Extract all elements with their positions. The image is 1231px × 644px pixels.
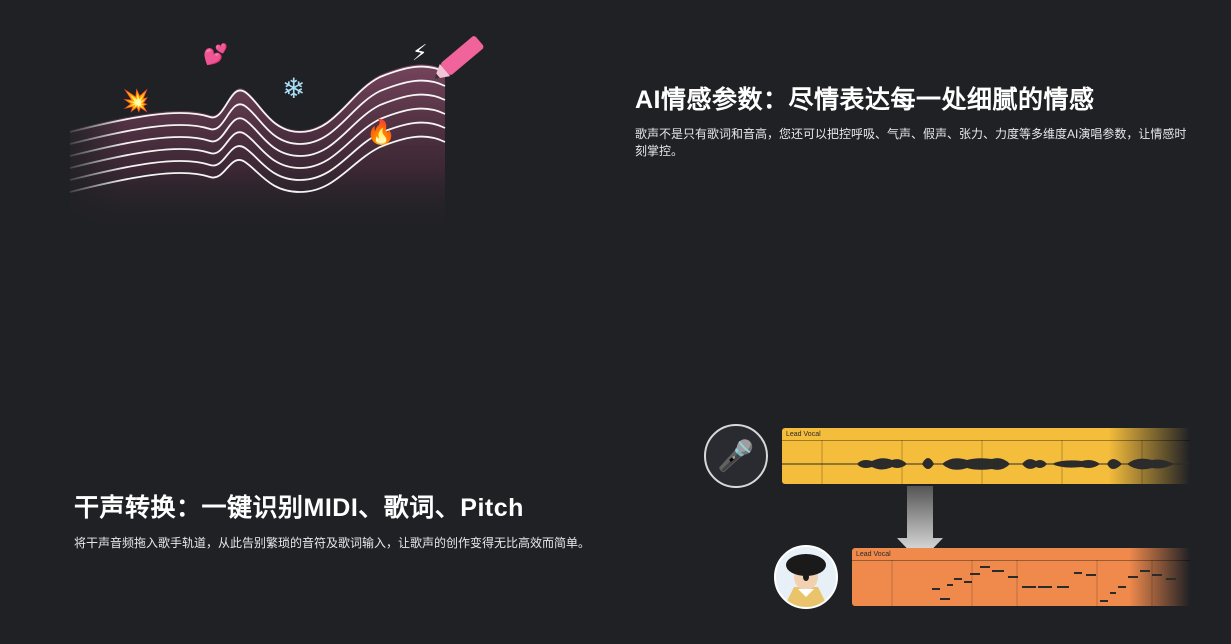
audio-waveform <box>782 440 1190 484</box>
emotion-feature-description: 歌声不是只有歌词和音高，您还可以把控呼吸、气声、假声、张力、力度等多维度AI演唱… <box>635 127 1187 158</box>
emotion-wave-svg <box>60 20 500 240</box>
conversion-feature-description: 将干声音频拖入歌手轨道，从此告别繁琐的音符及歌词输入，让歌声的创作变得无比高效而… <box>74 536 591 550</box>
snowflake-icon: ❄ <box>282 73 306 104</box>
singer-avatar <box>774 545 838 609</box>
emotion-feature-title: AI情感参数：尽情表达每一处细腻的情感 <box>635 86 1095 114</box>
vocal-conversion-graphic: Lead Vocal 🎤 <box>690 410 1200 620</box>
singer-character-icon <box>784 554 828 607</box>
conversion-feature-title: 干声转换：一键识别MIDI、歌词、Pitch <box>74 494 524 522</box>
midi-track-lead-vocal: Lead Vocal <box>852 548 1190 606</box>
hearts-icon: 💕 <box>203 44 228 66</box>
sparkle-icon: 💥 <box>122 88 150 113</box>
microphone-icon: 🎤 <box>717 439 755 473</box>
midi-notes <box>891 560 1176 606</box>
lightning-icon: ⚡ <box>412 40 428 65</box>
emotion-parameter-graphic: 💥 💕 ❄ ⚡ 🔥 <box>60 20 500 240</box>
fire-icon: 🔥 <box>366 119 396 146</box>
microphone-avatar: 🎤 <box>704 424 768 488</box>
pen-icon <box>434 36 484 79</box>
midi-track-label: Lead Vocal <box>856 551 891 558</box>
audio-track-label: Lead Vocal <box>786 431 821 438</box>
audio-track-lead-vocal: Lead Vocal <box>782 428 1190 484</box>
down-arrow-icon <box>897 486 943 562</box>
